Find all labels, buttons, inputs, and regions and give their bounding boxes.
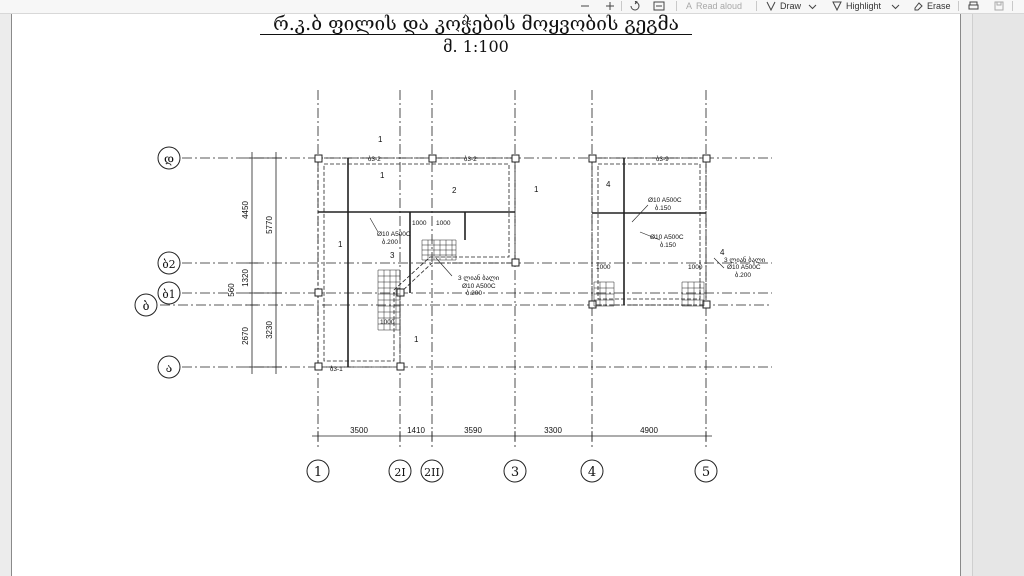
draw-button[interactable]: Draw [766, 0, 801, 12]
dim-1000-e: 1000 [688, 264, 703, 271]
minus-icon[interactable] [580, 0, 590, 12]
rebar-note-5-line2: ბ.200 [735, 271, 751, 279]
vertical-axis-lines [317, 90, 707, 450]
plus-icon[interactable] [605, 0, 615, 12]
rebar-note-4-line2: ბ.150 [660, 241, 676, 249]
highlight-icon [832, 1, 842, 11]
rebar-note-3-line2: ბ.150 [655, 204, 671, 212]
axis-label-b1: ბ1 [162, 288, 175, 301]
section-mark-1d: 1 [338, 240, 343, 249]
right-scroll-panel[interactable] [972, 14, 1024, 576]
draw-icon [766, 1, 776, 11]
axis-label-b2: ბ2 [162, 258, 175, 271]
beam-label-2: ბ3-9 [656, 155, 669, 163]
dim-1000-a: 1000 [412, 220, 427, 227]
columns [314, 154, 711, 371]
draw-label: Draw [780, 1, 802, 11]
beam-lines [318, 158, 706, 367]
dim-5770: 5770 [265, 216, 274, 234]
beam-label-1: ბ3-2 [368, 155, 381, 163]
axis-label-2ii: 2II [424, 466, 440, 479]
axis-label-1: 1 [314, 465, 322, 480]
section-mark-3: 3 [390, 251, 395, 260]
axis-label-3: 3 [511, 465, 519, 480]
rebar-note-2-line2: ბ.200 [466, 289, 482, 297]
drawing-title: რ.კ.ბ ფილის და კოჭების მოყვობის გეგმა [273, 13, 679, 35]
pdf-page [11, 14, 961, 576]
erase-label: Erase [927, 1, 951, 11]
rotate-icon[interactable] [630, 0, 640, 12]
leader-lines [369, 204, 725, 277]
section-mark-4: 4 [606, 180, 611, 189]
axis-label-b: ბ [143, 299, 150, 313]
axis-label-d: დ [164, 152, 174, 166]
dim-3300: 3300 [544, 426, 562, 435]
beam-label-3: ბ3-1 [330, 365, 343, 373]
rebar-note-3-line1: Ø10 A500C [648, 197, 682, 204]
axis-bubbles [134, 146, 718, 483]
rebar-note-2-line1: Ø10 A500C [462, 283, 496, 290]
dim-1000-c: 1000 [380, 319, 395, 326]
section-mark-1a: 1 [378, 135, 383, 144]
eraser-icon [914, 2, 923, 11]
drawing-scale: მ. 1:100 [443, 37, 509, 56]
rebar-note-4-line1: Ø10 A500C [650, 234, 684, 241]
dim-4900: 4900 [640, 426, 658, 435]
right-slab [591, 157, 707, 306]
section-mark-2: 2 [452, 186, 457, 195]
erase-button[interactable]: Erase [913, 0, 951, 12]
dim-560: 560 [227, 283, 236, 297]
read-aloud-button[interactable]: A Read aloud [686, 0, 742, 12]
axis-label-5: 5 [702, 465, 710, 480]
draw-chevron-down-icon[interactable] [808, 0, 817, 12]
dim-1320: 1320 [241, 269, 250, 287]
bottom-dimension-line [312, 431, 712, 441]
section-mark-1b: 1 [380, 171, 385, 180]
rebar-note-5-line1: Ø10 A500C [727, 264, 761, 271]
dim-3230: 3230 [265, 321, 274, 339]
save-icon[interactable] [994, 0, 1004, 12]
section-mark-1c: 1 [534, 185, 539, 194]
print-icon[interactable] [968, 0, 979, 12]
title-underline [260, 34, 692, 35]
dim-4450: 4450 [241, 201, 250, 219]
stair-note-1: 3 ლიან ბალი [458, 274, 500, 282]
highlight-chevron-down-icon[interactable] [891, 0, 900, 12]
dim-1410: 1410 [407, 426, 425, 435]
fit-page-icon[interactable] [653, 0, 665, 12]
stair-note-2: 3 ლიან ბალი [724, 256, 766, 264]
section-mark-1e: 1 [414, 335, 419, 344]
dim-3500: 3500 [350, 426, 368, 435]
read-aloud-label: Read aloud [696, 1, 743, 11]
rebar-note-1-line1: Ø10 A500C [377, 231, 411, 238]
left-slab [317, 157, 516, 368]
rebar-note-1-line2: ბ.200 [382, 238, 398, 246]
section-mark-4b: 4 [720, 248, 725, 257]
left-dimension-lines [246, 152, 282, 374]
dim-1000-b: 1000 [436, 220, 451, 227]
beam-label-1b: ბ3-2 [464, 155, 477, 163]
axis-label-a: ა [166, 361, 173, 375]
hatch-areas [377, 239, 705, 331]
axis-label-2i: 2I [394, 466, 405, 479]
pdf-toolbar: A Read aloud Draw Highlight Erase [0, 0, 1024, 14]
read-aloud-icon: A [686, 1, 693, 11]
highlight-label: Highlight [846, 1, 882, 11]
highlight-button[interactable]: Highlight [832, 0, 881, 12]
dim-2670: 2670 [241, 327, 250, 345]
axis-label-4: 4 [588, 465, 596, 480]
dim-3590: 3590 [464, 426, 482, 435]
dim-1000-d: 1000 [596, 264, 611, 271]
